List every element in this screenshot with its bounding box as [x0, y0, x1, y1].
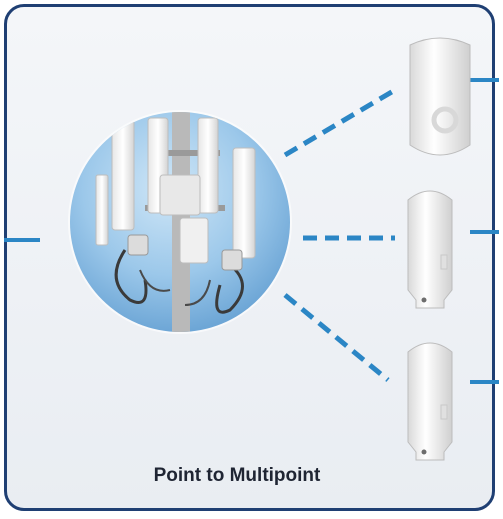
subscriber-module-bottom: [407, 342, 453, 461]
subscriber-module-top: [409, 37, 471, 156]
subscriber-module-middle: [407, 190, 453, 309]
cell-tower-hub: [68, 110, 292, 334]
link-hub-to-top: [283, 87, 397, 158]
link-lines: [4, 78, 499, 384]
link-hub-to-bottom: [283, 293, 390, 382]
diagram-caption: Point to Multipoint: [153, 465, 321, 486]
